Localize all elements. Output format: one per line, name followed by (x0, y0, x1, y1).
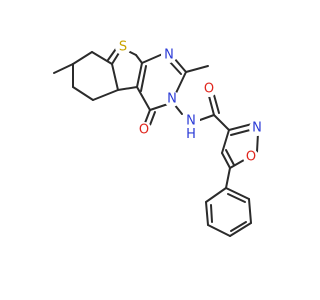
bond (117, 86, 138, 91)
bond (256, 132, 259, 153)
bond (225, 149, 235, 166)
bond (213, 94, 220, 114)
bond (53, 63, 74, 74)
bond (136, 62, 143, 88)
bond (140, 65, 147, 92)
bond (248, 198, 252, 224)
bond (221, 129, 230, 154)
bond (221, 152, 231, 169)
bond-layer (53, 45, 259, 237)
bond (92, 89, 119, 101)
isoxazole-oxygen-label: O (246, 150, 256, 165)
bond (229, 222, 252, 237)
bond (91, 51, 113, 65)
bond (135, 54, 143, 64)
bond (175, 71, 187, 94)
bond (169, 61, 182, 75)
bond (205, 187, 227, 203)
bond (225, 167, 231, 189)
bond (207, 224, 231, 237)
bond (72, 86, 94, 101)
bond (227, 193, 246, 203)
bond (185, 65, 209, 73)
bond (144, 109, 151, 124)
bond (210, 204, 213, 223)
pyrimidine-n1-label: N (164, 48, 174, 63)
pyrimidine-n3-label: N (167, 92, 177, 107)
bond (205, 201, 209, 226)
bond (149, 111, 156, 126)
isoxazole-nitrogen-label: N (252, 121, 262, 136)
bond (229, 159, 245, 169)
bond (213, 114, 230, 131)
bond (72, 51, 93, 65)
bond (173, 57, 187, 73)
bond (208, 95, 215, 116)
bond (230, 221, 247, 232)
bond (199, 114, 215, 121)
bond (111, 63, 119, 91)
bond (149, 103, 169, 111)
sulfur-atom-label: S (119, 40, 127, 55)
bond (228, 123, 253, 131)
amide-oxygen-label: O (204, 82, 214, 97)
bond (230, 129, 251, 136)
ring-carbonyl-oxygen-label: O (139, 123, 149, 138)
bond (225, 187, 250, 200)
bond (136, 86, 151, 111)
